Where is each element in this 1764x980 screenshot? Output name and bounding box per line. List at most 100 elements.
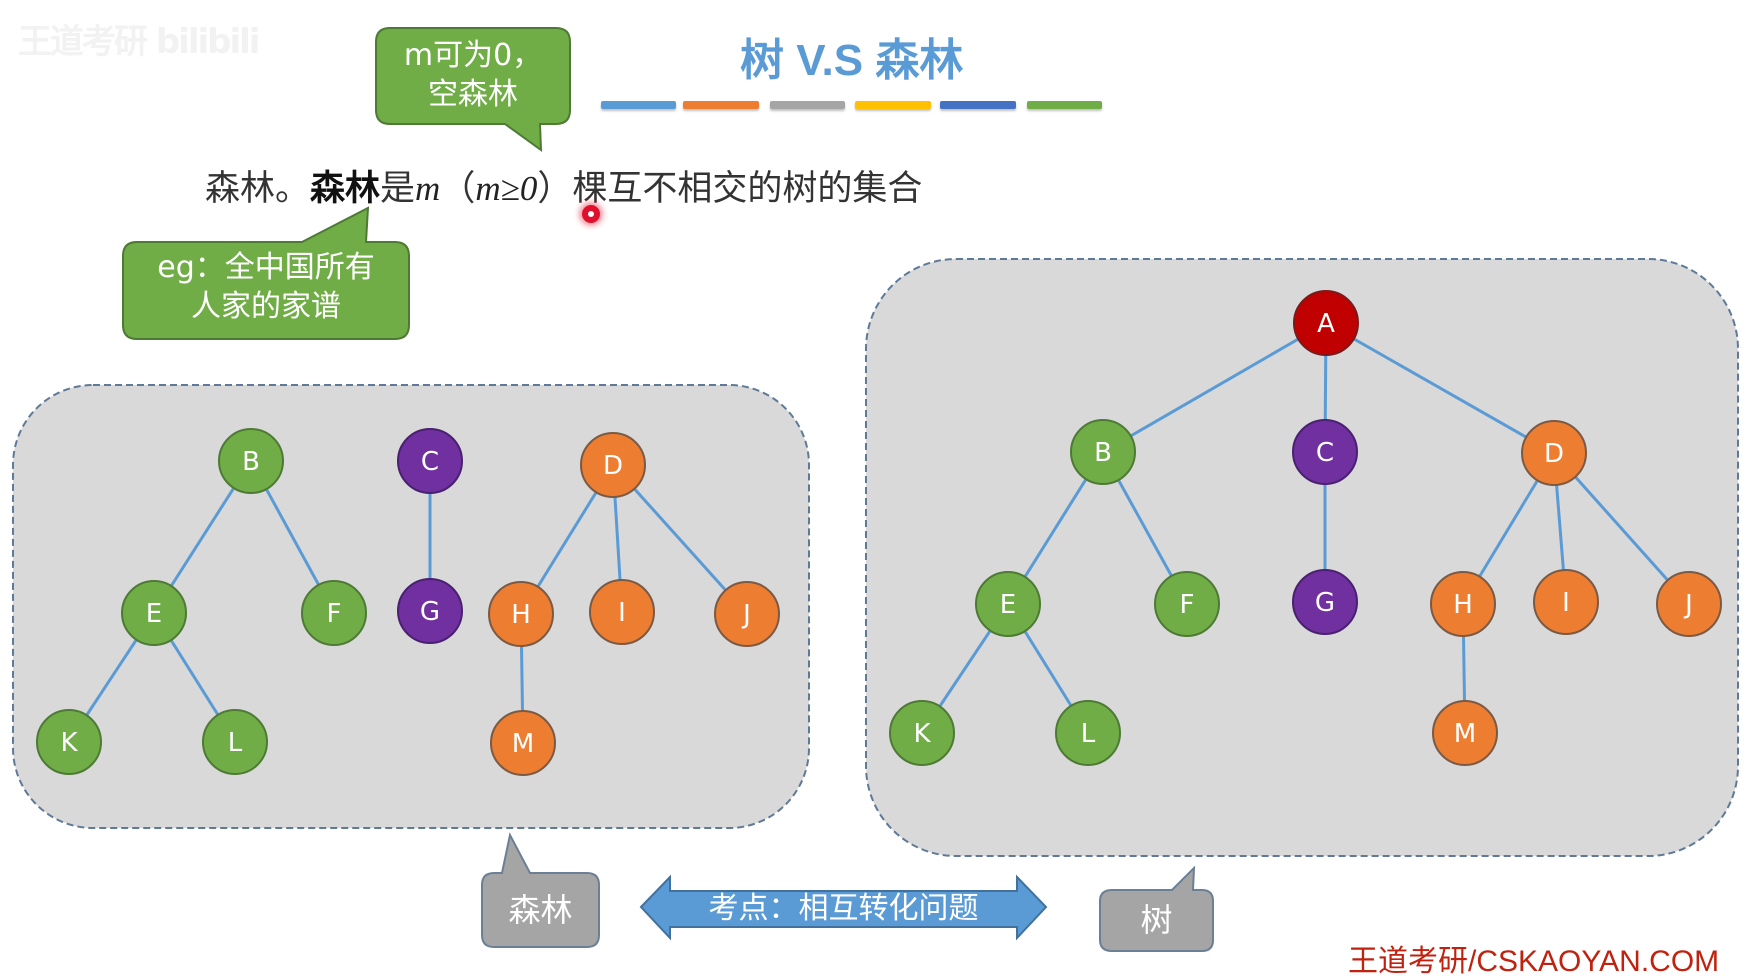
forest-node-label: J: [741, 600, 751, 630]
forest-node-circle: [580, 432, 646, 498]
tree-node-circle: [1070, 419, 1136, 485]
callout-empty-forest-line1: m可为0，: [403, 38, 543, 73]
laser-pointer-dot: [582, 205, 600, 223]
forest-node-circle: [714, 581, 780, 647]
forest-node-g: G: [397, 578, 463, 644]
forest-edge-d-j: [611, 463, 749, 616]
forest-node-label: H: [511, 600, 531, 630]
tree-node-label: D: [1544, 439, 1564, 469]
forest-node-circle: [121, 580, 187, 646]
forest-node-circle: [397, 428, 463, 494]
forest-node-j: J: [714, 581, 780, 647]
forest-node-circle: [490, 710, 556, 776]
tree-node-label: M: [1454, 719, 1476, 749]
conversion-arrow: [639, 874, 1048, 941]
forest-node-circle: [218, 428, 284, 494]
forest-node-k: K: [36, 709, 102, 775]
forest-node-c: C: [397, 428, 463, 494]
tree-edge-a-d: [1325, 321, 1555, 455]
tree-node-circle: [1055, 700, 1121, 766]
forest-node-l: L: [202, 709, 268, 775]
forest-node-d: D: [580, 432, 646, 498]
tree-node-label: I: [1562, 588, 1570, 618]
forest-node-label: B: [242, 447, 260, 477]
definition-paren-close: ）: [537, 169, 573, 209]
color-bar-2: [683, 101, 759, 109]
forest-node-b: B: [218, 428, 284, 494]
tree-node-circle: [889, 700, 955, 766]
color-bar-6: [1027, 101, 1102, 109]
tree-node-k: K: [889, 700, 955, 766]
forest-node-label: M: [512, 729, 534, 759]
tree-node-l: L: [1055, 700, 1121, 766]
forest-node-label: L: [228, 728, 243, 758]
conversion-arrow-label: 考点：相互转化问题: [708, 891, 979, 926]
callout-empty-forest-shape: [375, 27, 571, 153]
tree-node-m: M: [1432, 700, 1498, 766]
forest-node-f: F: [301, 580, 367, 646]
tree-node-c: C: [1292, 419, 1358, 485]
callout-tree-shape: [1099, 865, 1214, 952]
forest-node-label: C: [421, 447, 439, 477]
forest-node-circle: [397, 578, 463, 644]
tree-node-circle: [975, 571, 1041, 637]
callout-empty-forest-line2: 空森林: [428, 77, 518, 112]
tree-node-label: G: [1315, 588, 1335, 618]
definition-condition: m≥0: [475, 169, 538, 208]
callout-example-line1: eg：全中国所有: [157, 250, 375, 285]
tree-node-label: F: [1180, 590, 1195, 620]
forest-node-label: D: [603, 451, 623, 481]
forest-node-label: K: [60, 728, 78, 758]
tree-node-label: A: [1317, 309, 1335, 339]
tree-node-circle: [1292, 419, 1358, 485]
tree-node-i: I: [1533, 569, 1599, 635]
slide-title: 树 V.S 森林: [740, 36, 964, 85]
tree-panel: [865, 258, 1739, 857]
forest-node-e: E: [121, 580, 187, 646]
forest-node-label: G: [420, 597, 440, 627]
footer-brand: 王道考研/CSKAOYAN.COM: [1348, 945, 1720, 978]
definition-lead: 森林。: [205, 169, 311, 209]
tree-edge-d-j: [1552, 452, 1691, 605]
tree-node-label: C: [1316, 438, 1334, 468]
color-bar-3: [770, 101, 845, 109]
forest-node-circle: [589, 579, 655, 645]
tree-node-circle: [1293, 290, 1359, 356]
forest-node-label: E: [146, 599, 162, 629]
callout-forest-shape: [481, 832, 600, 948]
tree-node-circle: [1292, 569, 1358, 635]
tree-node-d: D: [1521, 420, 1587, 486]
tree-node-label: E: [1000, 590, 1016, 620]
tree-node-e: E: [975, 571, 1041, 637]
definition-paren-open: （: [440, 169, 476, 209]
tree-node-b: B: [1070, 419, 1136, 485]
definition-m: m: [415, 169, 441, 208]
definition-is: 是: [380, 169, 416, 209]
callout-empty-forest-text: m可为0， 空森林: [378, 36, 568, 114]
forest-node-circle: [202, 709, 268, 775]
tree-node-label: K: [913, 719, 931, 749]
forest-node-circle: [488, 581, 554, 647]
forest-node-label: F: [327, 599, 342, 629]
tree-node-j: J: [1656, 571, 1722, 637]
tree-node-circle: [1656, 571, 1722, 637]
definition-term: 森林: [310, 168, 381, 209]
color-bar-1: [601, 101, 676, 109]
tree-node-circle: [1154, 571, 1220, 637]
forest-node-h: H: [488, 581, 554, 647]
callout-example-text: eg：全中国所有 人家的家谱: [125, 248, 407, 326]
tree-node-circle: [1533, 569, 1599, 635]
forest-node-m: M: [490, 710, 556, 776]
video-watermark: 王道考研 bilibili: [18, 22, 260, 62]
tree-node-label: L: [1081, 719, 1096, 749]
tree-node-label: J: [1683, 590, 1693, 620]
tree-node-f: F: [1154, 571, 1220, 637]
tree-node-label: B: [1094, 438, 1112, 468]
forest-node-i: I: [589, 579, 655, 645]
tree-node-circle: [1430, 571, 1496, 637]
forest-node-label: I: [618, 598, 626, 628]
tree-node-circle: [1432, 700, 1498, 766]
forest-node-circle: [301, 580, 367, 646]
definition-rest: 棵互不相交的树的集合: [572, 169, 923, 209]
